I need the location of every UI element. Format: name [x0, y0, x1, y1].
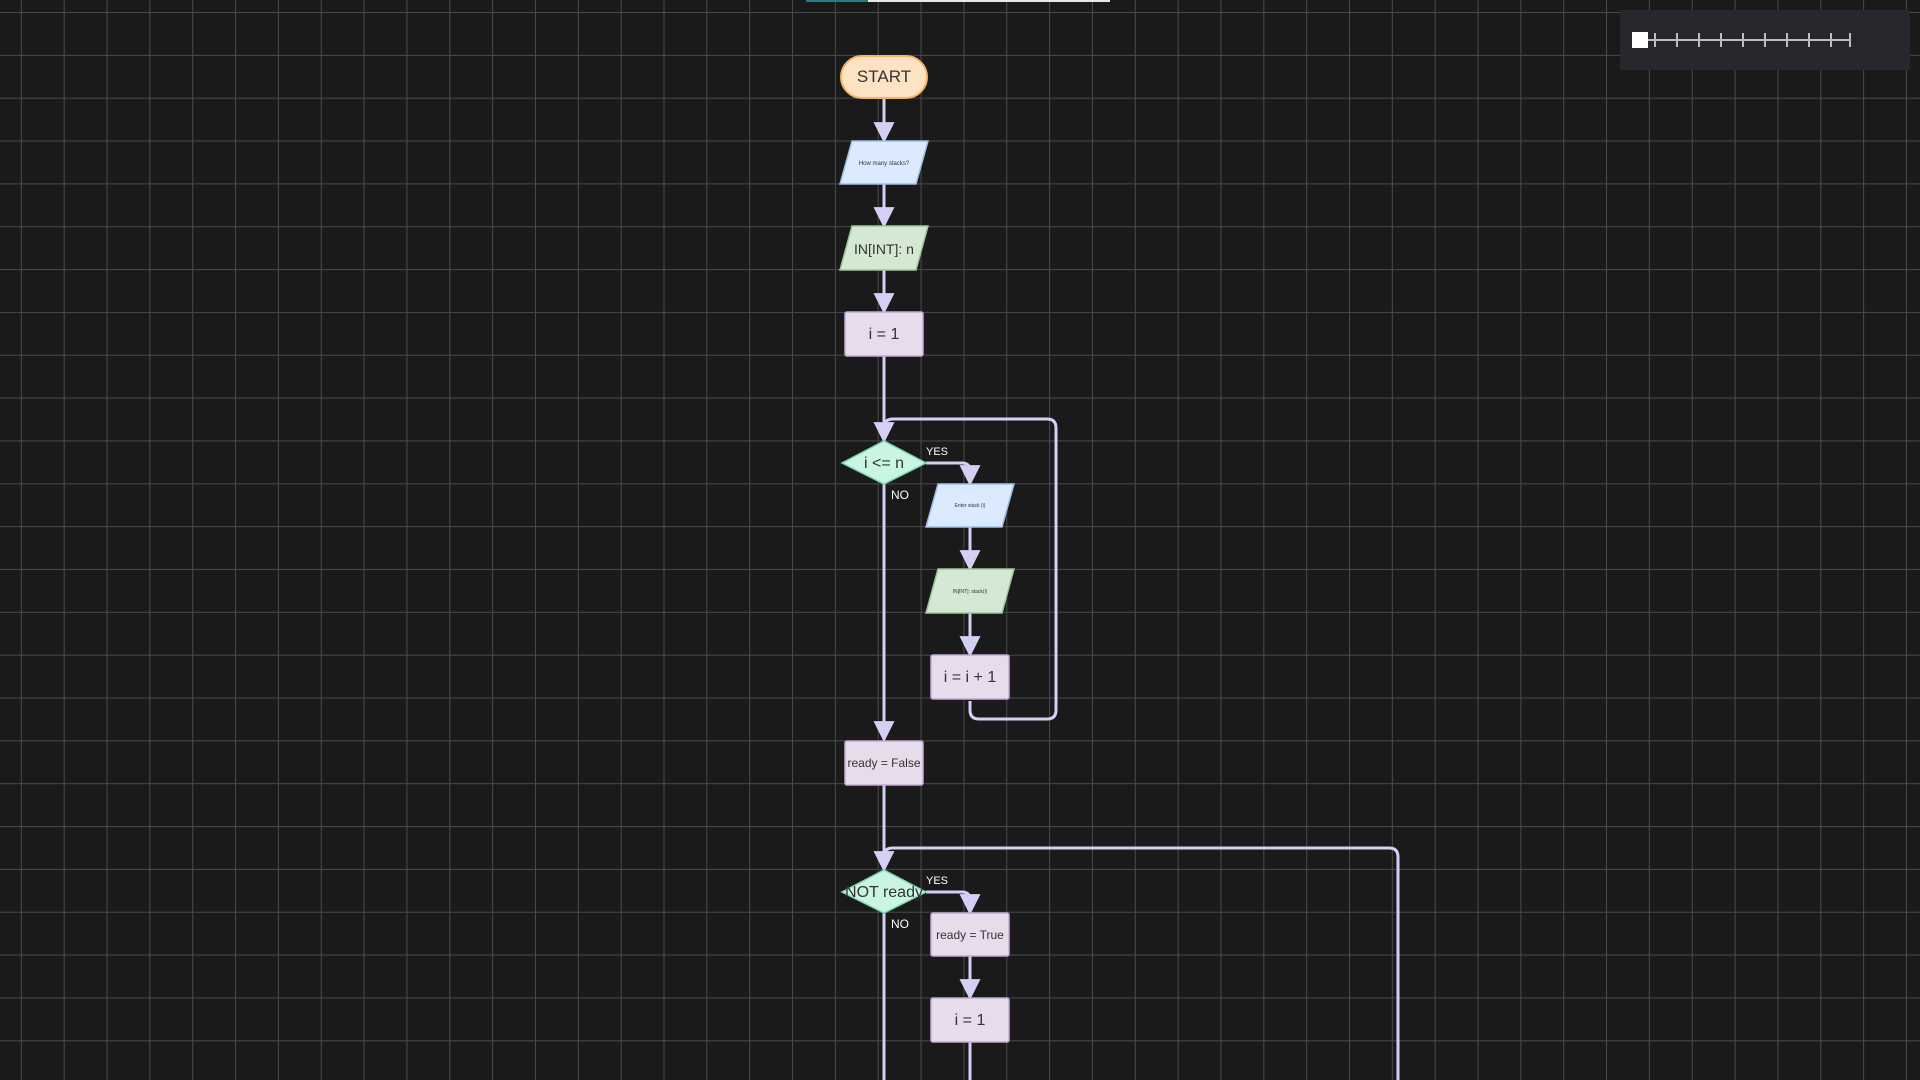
- zoom-tick: [1720, 33, 1722, 47]
- top-tab-inactive-segment: [868, 0, 1110, 2]
- start-label: START: [857, 67, 911, 86]
- reset-i-node[interactable]: i = 1: [930, 997, 1010, 1043]
- zoom-tick: [1849, 33, 1851, 47]
- connectors: [873, 98, 1400, 1080]
- loop2-no-label: NO: [891, 917, 909, 931]
- prompt-count-node[interactable]: How many stacks?: [839, 140, 929, 185]
- loop1-yes-label: YES: [926, 446, 948, 458]
- prompt-stack-label: Enter stack (i): [955, 503, 986, 509]
- input-n-label: IN[INT]: n: [854, 241, 914, 257]
- init-i-node[interactable]: i = 1: [844, 311, 924, 357]
- cond-not-ready-label: NOT ready: [845, 884, 923, 901]
- zoom-slider-handle[interactable]: [1632, 32, 1648, 48]
- edge-loop2-back: [882, 846, 1400, 1080]
- zoom-tick: [1742, 33, 1744, 47]
- ready-true-label: ready = True: [936, 928, 1004, 942]
- zoom-panel: [1620, 10, 1910, 70]
- cond-i-le-n-node[interactable]: i <= n: [840, 440, 928, 485]
- input-stack-label: IN[INT]: stack(i): [953, 589, 988, 595]
- cond-i-le-n-label: i <= n: [864, 455, 904, 472]
- incr-i-node[interactable]: i = i + 1: [930, 654, 1010, 700]
- ready-false-label: ready = False: [847, 756, 920, 770]
- init-i-label: i = 1: [869, 326, 900, 343]
- ready-true-node[interactable]: ready = True: [930, 912, 1010, 957]
- zoom-tick: [1676, 33, 1678, 47]
- zoom-tick: [1764, 33, 1766, 47]
- incr-i-label: i = i + 1: [944, 669, 997, 686]
- edge-loop1-back: [882, 417, 1058, 721]
- zoom-tick: [1830, 33, 1832, 47]
- zoom-tick: [1808, 33, 1810, 47]
- edge-cond2-yes: [926, 890, 981, 916]
- zoom-tick: [1786, 33, 1788, 47]
- cond-not-ready-node[interactable]: NOT ready: [840, 869, 928, 914]
- top-tab-active-segment: [806, 0, 868, 2]
- prompt-count-label: How many stacks?: [859, 161, 910, 167]
- input-n-node[interactable]: IN[INT]: n: [839, 225, 929, 271]
- loop1-no-label: NO: [891, 488, 909, 502]
- ready-false-node[interactable]: ready = False: [844, 740, 924, 786]
- start-node[interactable]: START: [840, 55, 928, 99]
- reset-i-label: i = 1: [955, 1012, 986, 1029]
- loop2-yes-label: YES: [926, 875, 948, 887]
- prompt-stack-node[interactable]: Enter stack (i): [925, 483, 1015, 528]
- top-tab-indicator: [806, 0, 1110, 2]
- input-stack-node[interactable]: IN[INT]: stack(i): [925, 568, 1015, 614]
- zoom-tick: [1654, 33, 1656, 47]
- zoom-tick: [1698, 33, 1700, 47]
- edge-cond1-yes: [926, 461, 981, 487]
